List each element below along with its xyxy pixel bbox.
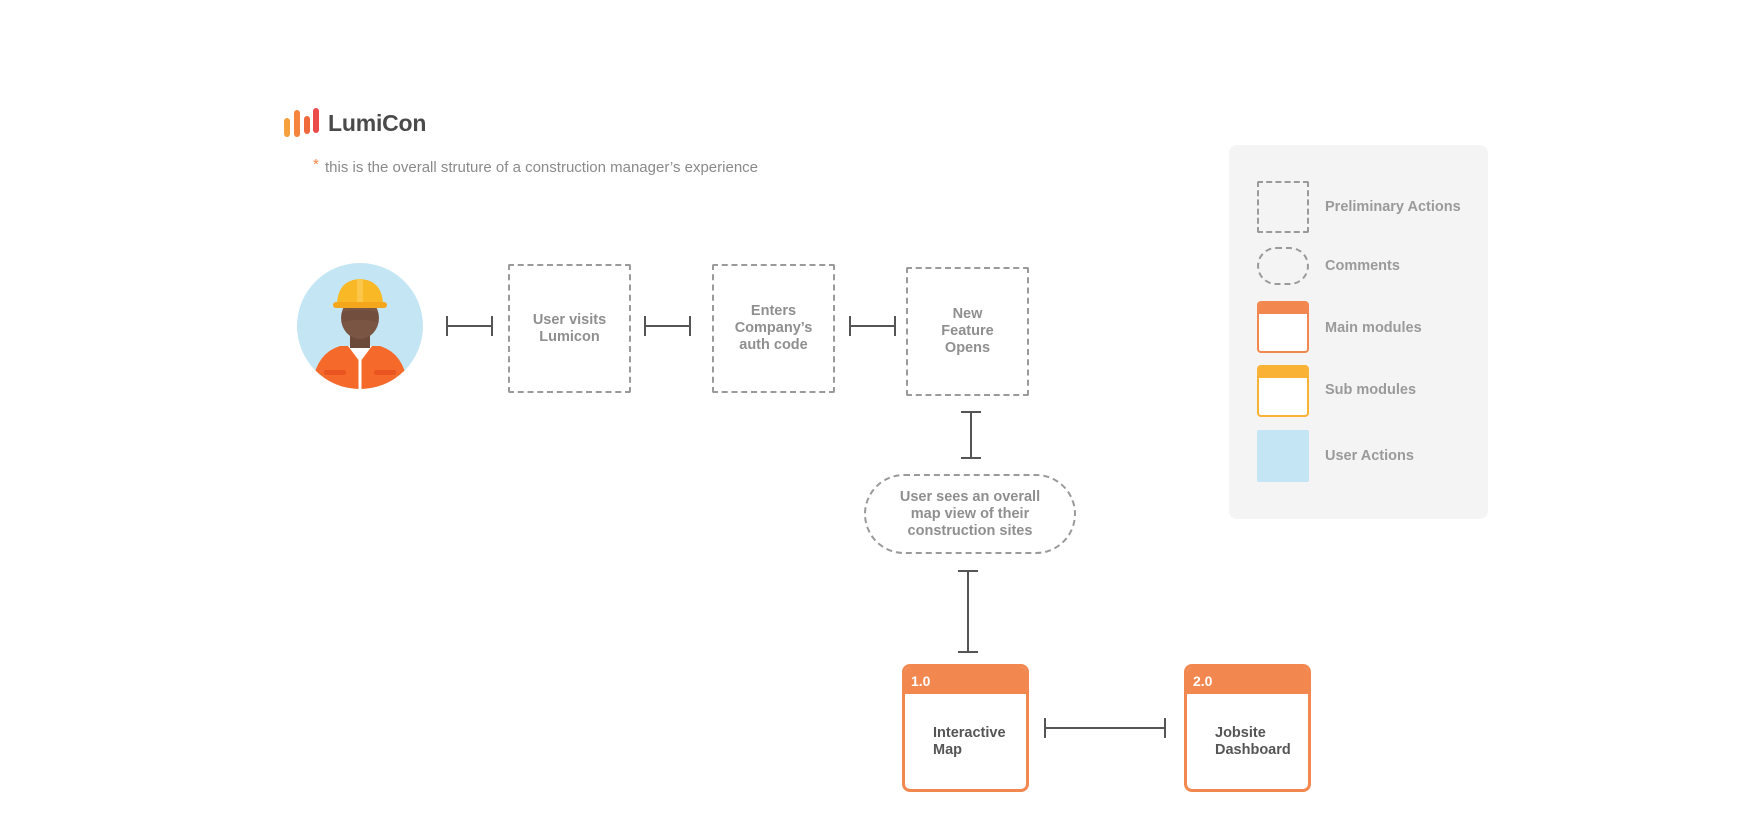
flow-step-auth-code: Enters Company’s auth code	[712, 264, 835, 393]
legend-label: Main modules	[1325, 320, 1422, 336]
module-number: 1.0	[905, 667, 1026, 694]
comment-label: User sees an overall map view of their c…	[899, 488, 1041, 539]
connector-comment-module1	[958, 570, 978, 653]
module-number: 2.0	[1187, 667, 1308, 694]
note: * this is the overall struture of a cons…	[313, 156, 759, 176]
flow-step-label: New Feature Opens	[941, 306, 994, 356]
flow-step-user-visits: User visits Lumicon	[508, 264, 631, 393]
note-asterisk: *	[313, 156, 319, 173]
legend-label: User Actions	[1325, 448, 1414, 464]
legend-swatch-user-actions	[1257, 430, 1309, 482]
legend-label: Comments	[1325, 258, 1400, 274]
avatar	[296, 262, 424, 390]
flow-step-new-feature: New Feature Opens	[906, 267, 1029, 396]
connector-avatar-step1	[446, 316, 493, 336]
flow-step-label: User visits Lumicon	[532, 311, 607, 345]
main-module-interactive-map: 1.0 Interactive Map	[902, 664, 1029, 792]
legend-swatch-preliminary	[1257, 181, 1309, 233]
connector-step1-step2	[644, 316, 691, 336]
connector-step3-comment	[961, 411, 981, 459]
comment-map-view: User sees an overall map view of their c…	[864, 474, 1076, 554]
flow-step-label: Enters Company’s auth code	[734, 303, 813, 353]
connector-module1-module2	[1044, 718, 1166, 738]
legend: Preliminary Actions Comments Main module…	[1229, 145, 1488, 519]
module-title: Interactive Map	[933, 725, 1006, 758]
connector-step2-step3	[849, 316, 896, 336]
legend-swatch-comments	[1257, 247, 1309, 285]
brand: LumiCon	[284, 108, 426, 138]
bars-logo-icon	[284, 108, 319, 137]
legend-label: Preliminary Actions	[1325, 199, 1461, 215]
note-text: this is the overall struture of a constr…	[325, 159, 759, 176]
module-title: Jobsite Dashboard	[1215, 725, 1291, 758]
legend-label: Sub modules	[1325, 382, 1417, 398]
legend-swatch-sub-modules	[1257, 365, 1309, 417]
main-module-jobsite-dashboard: 2.0 Jobsite Dashboard	[1184, 664, 1311, 792]
construction-worker-icon	[297, 263, 423, 389]
legend-swatch-main-modules	[1257, 301, 1309, 353]
brand-name: LumiCon	[328, 109, 427, 136]
